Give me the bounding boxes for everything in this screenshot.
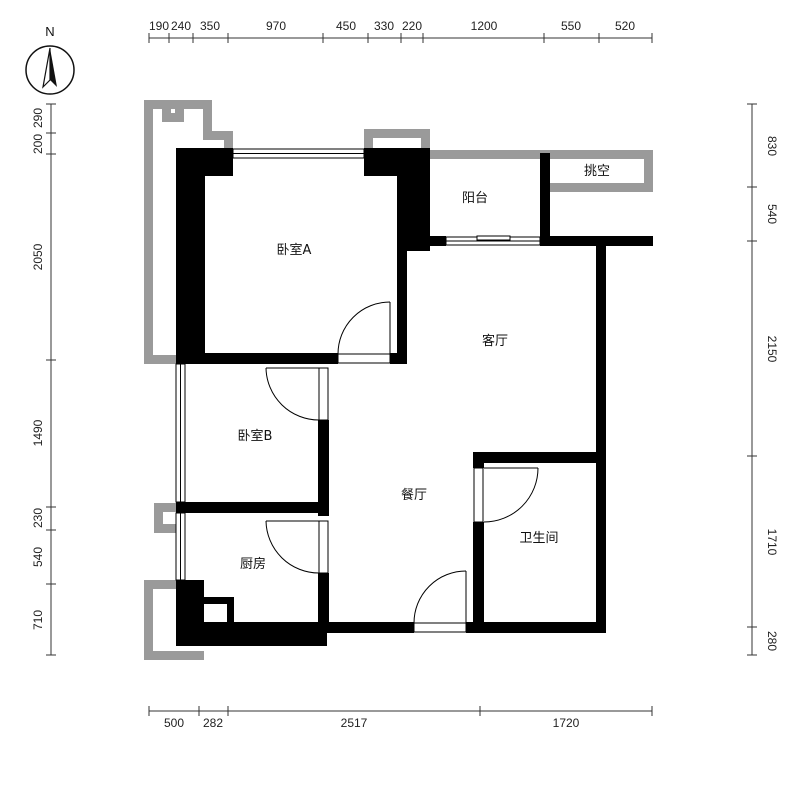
dim-top-3: 350 bbox=[200, 19, 220, 33]
dim-top-9: 550 bbox=[561, 19, 581, 33]
door-entrance bbox=[413, 570, 467, 633]
structural-walls bbox=[176, 148, 653, 646]
dim-right-5: 280 bbox=[765, 631, 779, 651]
dim-left-3: 2050 bbox=[31, 243, 45, 270]
doors bbox=[265, 301, 539, 633]
dim-left-6: 540 bbox=[31, 547, 45, 567]
label-bedroom-b: 卧室B bbox=[238, 428, 273, 444]
dim-bottom-1: 500 bbox=[164, 716, 184, 730]
north-label: N bbox=[45, 24, 54, 39]
door-bedroom-b bbox=[265, 367, 329, 421]
dimensions-bottom: 500 282 2517 1720 bbox=[164, 716, 580, 730]
dimensions-right: 830 540 2150 1710 280 bbox=[765, 136, 779, 651]
north-compass: N bbox=[25, 24, 75, 95]
dim-bottom-4: 1720 bbox=[553, 716, 580, 730]
dimensions-top: 190 240 350 970 450 330 220 1200 550 520 bbox=[149, 19, 635, 33]
dim-right-4: 1710 bbox=[765, 529, 779, 556]
label-bedroom-a: 卧室A bbox=[277, 242, 312, 258]
room-labels: 卧室A 卧室B 阳台 挑空 客厅 餐厅 厨房 卫生间 bbox=[238, 164, 610, 572]
windows bbox=[175, 148, 541, 581]
door-bathroom bbox=[473, 467, 539, 523]
dimensions-left: 200 290 2050 1490 230 540 710 bbox=[31, 108, 45, 630]
label-bay: 挑空 bbox=[584, 164, 610, 179]
dim-top-10: 520 bbox=[615, 19, 635, 33]
dim-top-2: 240 bbox=[171, 19, 191, 33]
dim-bottom-2: 282 bbox=[203, 716, 223, 730]
label-kitchen: 厨房 bbox=[240, 556, 266, 572]
dim-left-5: 230 bbox=[31, 508, 45, 528]
dim-top-7: 220 bbox=[402, 19, 422, 33]
exterior-railings bbox=[144, 100, 653, 660]
door-kitchen bbox=[265, 520, 329, 574]
dim-left-4: 1490 bbox=[31, 419, 45, 446]
dim-right-3: 2150 bbox=[765, 336, 779, 363]
dimension-lines bbox=[46, 33, 757, 716]
label-bathroom: 卫生间 bbox=[519, 531, 558, 546]
dim-left-2: 290 bbox=[31, 108, 45, 128]
dim-left-1: 200 bbox=[31, 134, 45, 154]
dim-top-5: 450 bbox=[336, 19, 356, 33]
dim-top-6: 330 bbox=[374, 19, 394, 33]
door-bedroom-a bbox=[337, 301, 391, 364]
label-balcony: 阳台 bbox=[462, 191, 488, 206]
dim-left-7: 710 bbox=[31, 610, 45, 630]
dim-top-4: 970 bbox=[266, 19, 286, 33]
dim-right-2: 540 bbox=[765, 204, 779, 224]
dim-right-1: 830 bbox=[765, 136, 779, 156]
label-dining-room: 餐厅 bbox=[401, 487, 427, 503]
dim-top-8: 1200 bbox=[471, 19, 498, 33]
dim-top-1: 190 bbox=[149, 19, 169, 33]
dim-bottom-3: 2517 bbox=[341, 716, 368, 730]
label-living-room: 客厅 bbox=[482, 333, 508, 349]
